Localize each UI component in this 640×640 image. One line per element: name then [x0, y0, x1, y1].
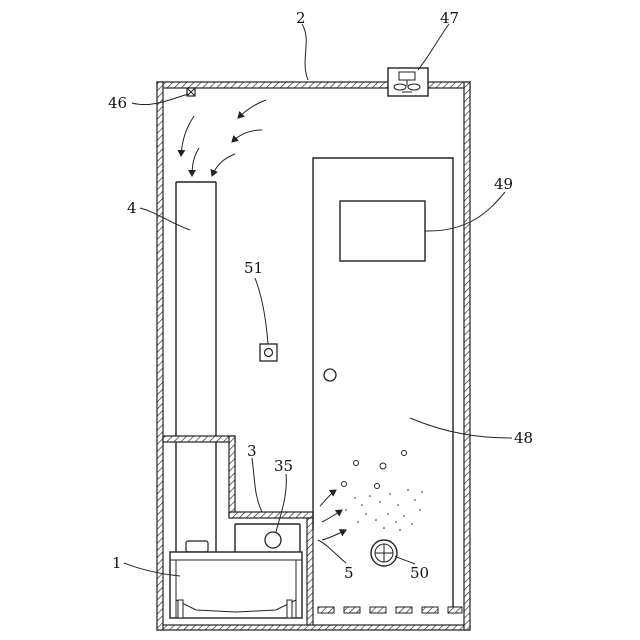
floor-grate — [318, 607, 462, 613]
leader-lines — [124, 24, 512, 576]
display-panel — [340, 201, 425, 261]
duct — [176, 182, 216, 552]
airflow-arrows-top — [181, 100, 266, 176]
label-chamber: 48 — [514, 429, 533, 447]
airflow-arrows-outlet — [320, 490, 346, 540]
mist-particles — [345, 489, 423, 531]
label-tank: 1 — [112, 554, 122, 572]
label-platform: 3 — [247, 442, 257, 460]
label-fan-unit: 47 — [440, 9, 459, 27]
sensor-box — [260, 344, 277, 361]
nozzle — [265, 532, 281, 548]
label-display-panel: 49 — [494, 175, 513, 193]
label-top-sensor: 46 — [108, 94, 127, 112]
label-vent: 50 — [410, 564, 429, 582]
tank — [170, 541, 302, 618]
label-nozzle: 35 — [274, 457, 293, 475]
label-sensor-box: 51 — [244, 259, 263, 277]
vent — [371, 540, 397, 566]
mist-bubbles — [342, 451, 407, 489]
top-sensor — [187, 88, 195, 96]
fan-unit — [388, 68, 428, 96]
label-outlet: 5 — [344, 564, 354, 582]
label-duct: 4 — [127, 199, 137, 217]
label-housing: 2 — [296, 9, 306, 27]
shelf — [163, 436, 235, 552]
